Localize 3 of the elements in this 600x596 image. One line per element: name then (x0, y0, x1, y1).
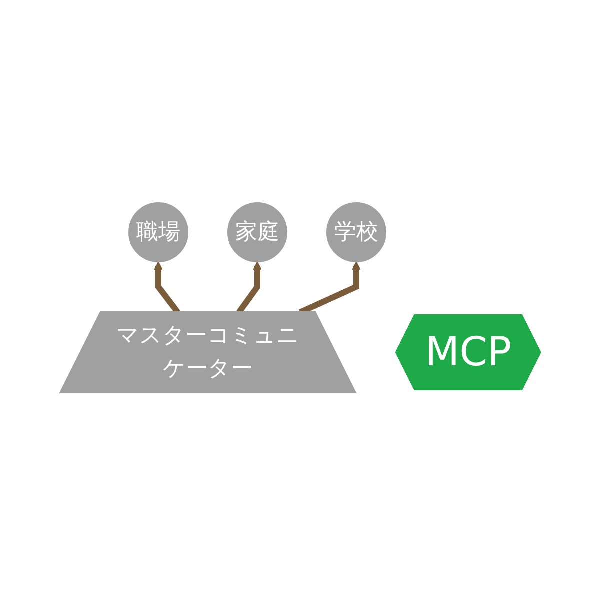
node-circle: 家庭 (227, 202, 288, 262)
node-circle: 学校 (326, 202, 386, 262)
node-circle: 職場 (128, 202, 188, 262)
